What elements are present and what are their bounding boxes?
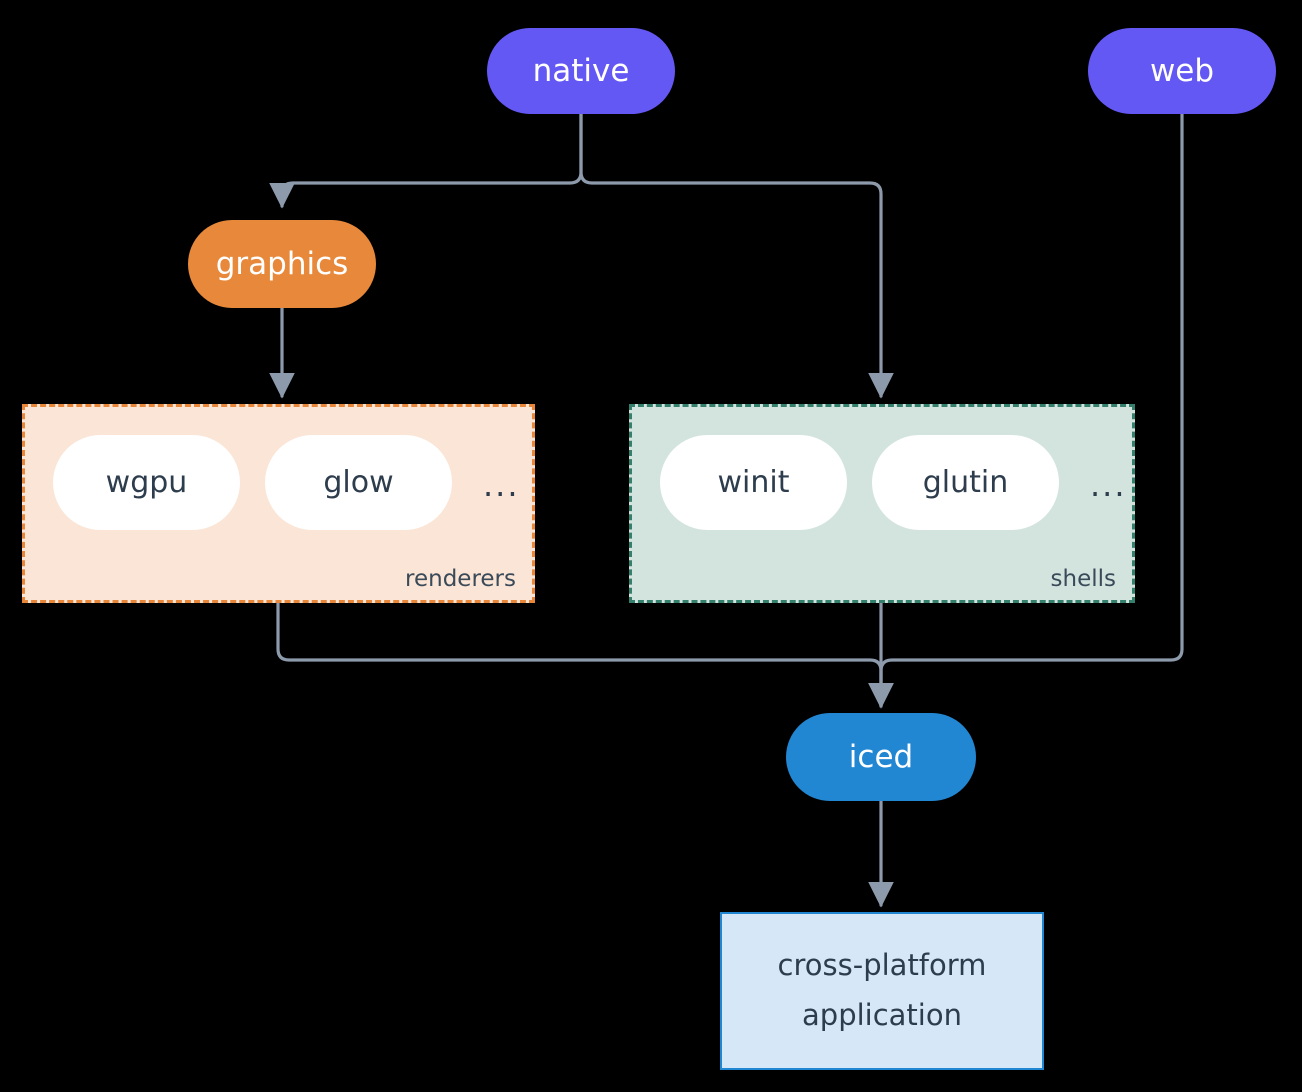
leaf-glutin[interactable]: glutin bbox=[872, 435, 1059, 530]
leaf-glow-label: glow bbox=[323, 465, 394, 500]
node-iced-label: iced bbox=[848, 739, 914, 775]
application-label-line1: cross-platform bbox=[777, 948, 987, 983]
node-native[interactable]: native bbox=[487, 28, 675, 114]
node-application[interactable]: cross-platform application bbox=[720, 912, 1044, 1070]
group-shells-label: shells bbox=[1050, 566, 1116, 592]
edge-renderers-to-iced bbox=[276, 601, 894, 709]
leaf-glutin-label: glutin bbox=[922, 465, 1009, 500]
node-graphics[interactable]: graphics bbox=[188, 220, 376, 308]
application-label-line2: application bbox=[802, 998, 962, 1032]
renderers-overflow-ellipsis: ... bbox=[483, 466, 520, 504]
leaf-wgpu-label: wgpu bbox=[105, 465, 188, 500]
group-shells: winit glutin ... shells bbox=[629, 404, 1135, 603]
leaf-wgpu[interactable]: wgpu bbox=[53, 435, 240, 530]
node-iced[interactable]: iced bbox=[786, 713, 976, 801]
leaf-glow[interactable]: glow bbox=[265, 435, 452, 530]
leaf-winit[interactable]: winit bbox=[660, 435, 847, 530]
node-web[interactable]: web bbox=[1088, 28, 1276, 114]
shells-overflow-ellipsis: ... bbox=[1090, 466, 1127, 504]
edge-native-to-shells bbox=[579, 111, 894, 399]
edge-native-to-graphics bbox=[269, 111, 583, 209]
group-renderers: wgpu glow ... renderers bbox=[22, 404, 535, 603]
node-native-label: native bbox=[532, 53, 630, 89]
node-graphics-label: graphics bbox=[215, 246, 349, 282]
node-web-label: web bbox=[1149, 53, 1215, 89]
group-renderers-label: renderers bbox=[405, 566, 516, 592]
leaf-winit-label: winit bbox=[717, 465, 790, 500]
